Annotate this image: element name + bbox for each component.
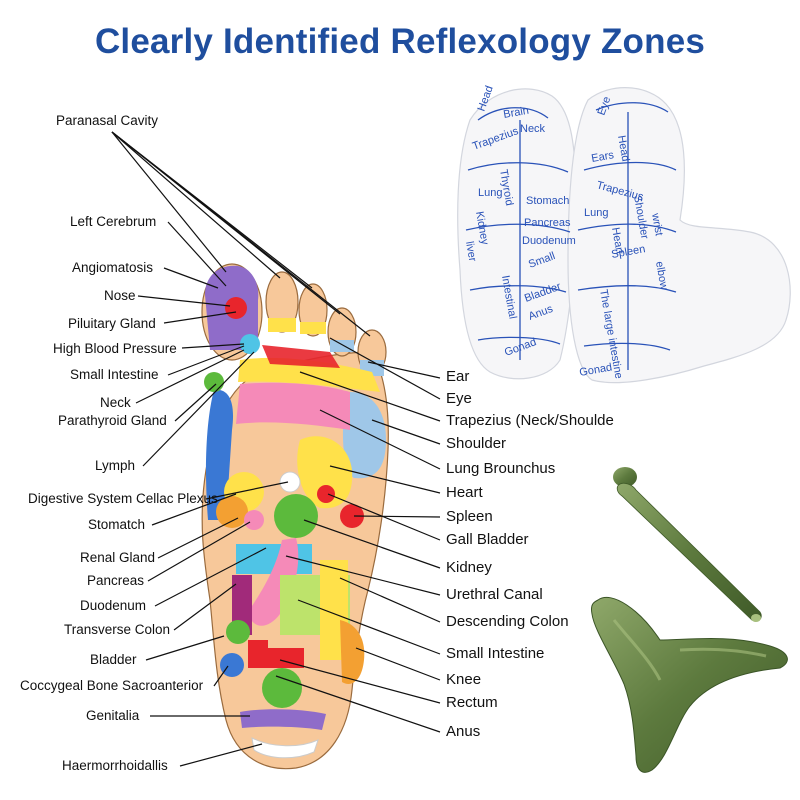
- label-descending-colon: Descending Colon: [446, 613, 569, 630]
- label-pituitary-gland: Piluitary Gland: [68, 316, 156, 331]
- label-spleen: Spleen: [446, 508, 493, 525]
- reflexology-socks: Head Brain Neck Trapezius Lung Thyroid S…: [457, 84, 791, 384]
- svg-text:Heart: Heart: [609, 226, 625, 255]
- svg-text:Lung: Lung: [478, 187, 502, 199]
- label-lymph: Lymph: [95, 458, 136, 473]
- label-kidney: Kidney: [446, 559, 492, 576]
- svg-text:liver: liver: [463, 240, 478, 262]
- leader-lines: [111, 131, 441, 767]
- label-neck: Neck: [100, 395, 131, 410]
- label-parathyroid-gland: Parathyroid Gland: [58, 413, 167, 428]
- label-transverse-colon: Transverse Colon: [64, 622, 171, 637]
- svg-text:Duodenum: Duodenum: [522, 235, 576, 247]
- label-gall-bladder: Gall Bladder: [446, 531, 529, 548]
- label-coccygeal-bone: Coccygeal Bone Sacroanterior: [20, 678, 204, 693]
- label-haermorrhoidallis: Haermorrhoidallis: [62, 758, 168, 773]
- page-title: Clearly Identified Reflexology Zones: [94, 22, 706, 61]
- label-pancreas: Pancreas: [87, 573, 145, 588]
- label-heart: Heart: [446, 484, 483, 501]
- label-high-blood-pressure: High Blood Pressure: [53, 341, 177, 356]
- svg-text:Gonad: Gonad: [578, 361, 613, 379]
- svg-text:Ears: Ears: [590, 149, 615, 165]
- label-duodenum: Duodenum: [80, 598, 147, 613]
- label-left-cerebrum: Left Cerebrum: [70, 214, 157, 229]
- jade-triangle-scraper: [591, 596, 788, 773]
- label-small-intestine-right: Small Intestine: [446, 645, 545, 662]
- label-anus: Anus: [446, 723, 481, 740]
- svg-text:Lung: Lung: [584, 207, 608, 219]
- svg-text:Pancreas: Pancreas: [524, 217, 571, 229]
- jade-massage-stick: [613, 467, 762, 622]
- label-small-intestine-left: Small Intestine: [70, 367, 159, 382]
- svg-text:elbow: elbow: [653, 260, 670, 290]
- label-eye: Eye: [446, 390, 472, 407]
- svg-text:Spleen: Spleen: [610, 243, 646, 261]
- label-urethral-canal: Urethral Canal: [446, 586, 543, 603]
- label-rectum: Rectum: [446, 694, 498, 711]
- label-stomatch: Stomatch: [88, 517, 146, 532]
- label-angiomatosis: Angiomatosis: [72, 260, 154, 275]
- sock-right: [567, 87, 791, 384]
- label-bladder: Bladder: [90, 652, 137, 667]
- label-knee: Knee: [446, 671, 482, 688]
- label-paranasal-cavity: Paranasal Cavity: [56, 113, 159, 128]
- svg-text:Stomach: Stomach: [526, 195, 569, 207]
- label-digestive-system: Digestive System Cellac Plexus: [28, 491, 218, 506]
- svg-text:Neck: Neck: [520, 123, 546, 135]
- svg-text:Kidney: Kidney: [473, 210, 491, 246]
- label-genitalia: Genitalia: [86, 708, 140, 723]
- label-shoulder: Shoulder: [446, 435, 507, 452]
- label-nose: Nose: [104, 288, 136, 303]
- svg-text:Head: Head: [615, 134, 631, 162]
- label-renal-gland: Renal Gland: [80, 550, 156, 565]
- label-trapezius: Trapezius (Neck/Shoulde: [446, 412, 614, 429]
- label-lung-brounchus: Lung Brounchus: [446, 460, 556, 477]
- svg-text:Brain: Brain: [502, 105, 529, 121]
- label-ear: Ear: [446, 368, 470, 385]
- svg-text:wrist: wrist: [649, 211, 665, 236]
- sock-left: [457, 88, 577, 380]
